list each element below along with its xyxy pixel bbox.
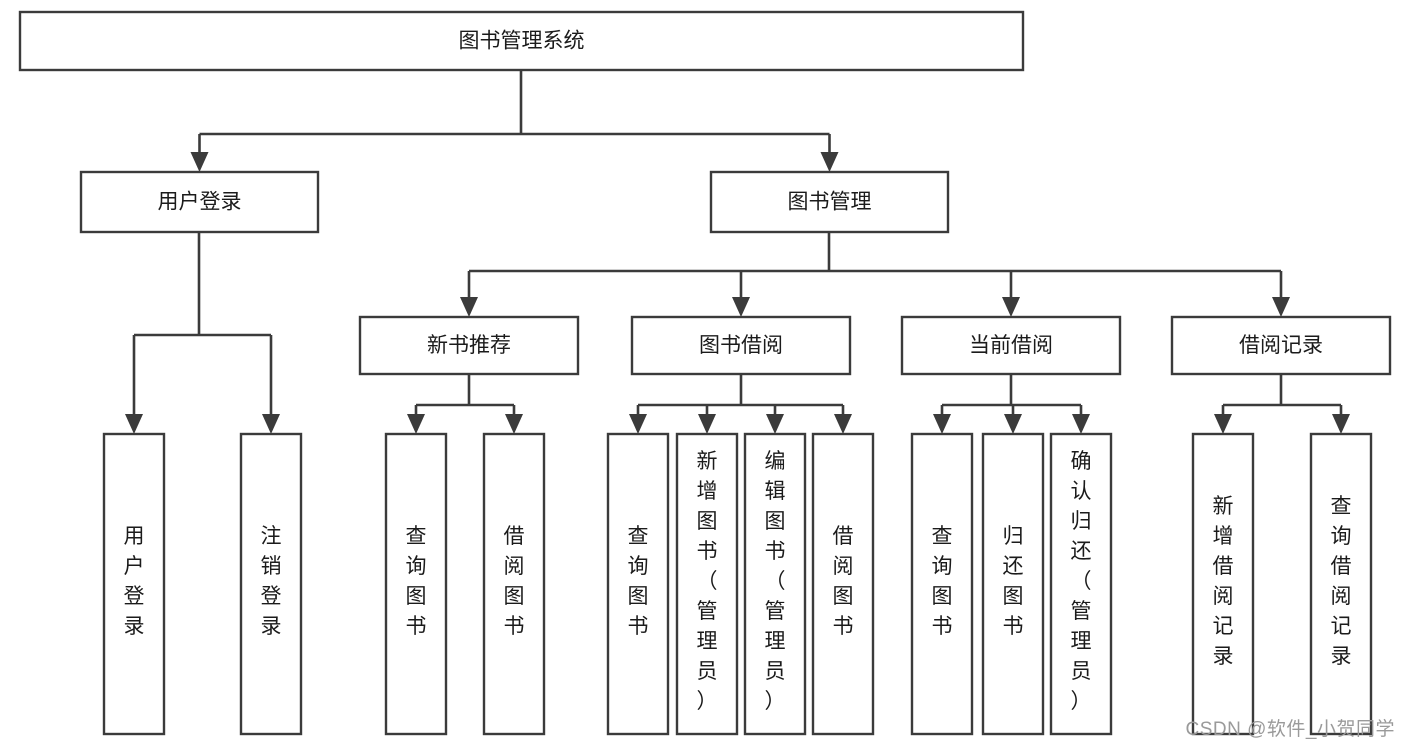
node-box-book-manage[interactable] [709, 170, 950, 234]
node-label-book-borrow: 图书借阅 [699, 334, 783, 357]
arrow-head-icon [190, 152, 209, 172]
node-label-leaf-logout: 注销登录 [261, 525, 282, 638]
node-label-root: 图书管理系统 [459, 30, 585, 53]
node-leaf-return-book[interactable]: 归还图书 [981, 432, 1045, 736]
node-new-book-rec[interactable]: 新书推荐 [358, 315, 580, 376]
node-label-new-book-rec: 新书推荐 [427, 334, 511, 357]
node-box-leaf-query-book-2[interactable] [606, 432, 670, 736]
node-box-leaf-user-login[interactable] [102, 432, 166, 736]
node-box-new-book-rec[interactable] [358, 315, 580, 376]
connector-group-borrow-record [1214, 374, 1350, 434]
node-leaf-query-record[interactable]: 查询借阅记录 [1309, 432, 1373, 736]
arrow-head-icon [1214, 414, 1232, 434]
arrow-head-icon [629, 414, 647, 434]
arrow-head-icon [820, 152, 839, 172]
node-leaf-add-record[interactable]: 新增借阅记录 [1191, 432, 1255, 736]
node-label-leaf-query-book-3: 查询图书 [932, 525, 953, 638]
arrow-head-icon [732, 297, 750, 317]
node-box-leaf-add-record[interactable] [1191, 432, 1255, 736]
arrow-head-icon [933, 414, 951, 434]
node-box-borrow-record[interactable] [1170, 315, 1392, 376]
node-box-leaf-return-book[interactable] [981, 432, 1045, 736]
node-leaf-user-login[interactable]: 用户登录 [102, 432, 166, 736]
node-box-user-login[interactable] [79, 170, 320, 234]
node-label-book-manage: 图书管理 [788, 191, 872, 214]
connector-group-current-borrow [933, 374, 1090, 434]
node-box-book-borrow[interactable] [630, 315, 852, 376]
node-box-leaf-edit-book[interactable] [743, 432, 807, 736]
arrow-head-icon [1002, 297, 1020, 317]
connector-group-book-manage [460, 232, 1290, 317]
node-label-leaf-query-record: 查询借阅记录 [1331, 495, 1352, 668]
arrow-head-icon [505, 414, 523, 434]
arrow-head-icon [262, 414, 280, 434]
arrow-head-icon [125, 414, 143, 434]
node-box-leaf-borrow-book-2[interactable] [811, 432, 875, 736]
node-box-leaf-borrow-book-1[interactable] [482, 432, 546, 736]
node-book-manage[interactable]: 图书管理 [709, 170, 950, 234]
node-label-leaf-add-record: 新增借阅记录 [1213, 495, 1234, 668]
connector-group-book-borrow [629, 374, 852, 434]
connector-layer [125, 70, 1350, 434]
node-label-leaf-confirm-return: 确认归还（管理员） [1071, 450, 1092, 713]
node-leaf-borrow-book-1[interactable]: 借阅图书 [482, 432, 546, 736]
arrow-head-icon [766, 414, 784, 434]
node-leaf-edit-book[interactable]: 编辑图书（管理员） [743, 432, 807, 736]
node-box-leaf-query-record[interactable] [1309, 432, 1373, 736]
node-label-leaf-query-book-1: 查询图书 [406, 525, 427, 638]
node-current-borrow[interactable]: 当前借阅 [900, 315, 1122, 376]
node-box-leaf-add-book[interactable] [675, 432, 739, 736]
arrow-head-icon [698, 414, 716, 434]
node-borrow-record[interactable]: 借阅记录 [1170, 315, 1392, 376]
node-label-leaf-edit-book: 编辑图书（管理员） [765, 450, 786, 713]
node-label-leaf-return-book: 归还图书 [1003, 525, 1024, 638]
arrow-head-icon [1272, 297, 1290, 317]
node-box-leaf-query-book-1[interactable] [384, 432, 448, 736]
node-label-user-login: 用户登录 [158, 191, 242, 214]
node-label-leaf-user-login: 用户登录 [124, 525, 145, 638]
connector-group-root [190, 70, 839, 172]
arrow-head-icon [407, 414, 425, 434]
node-box-leaf-logout[interactable] [239, 432, 303, 736]
node-user-login[interactable]: 用户登录 [79, 170, 320, 234]
node-label-leaf-add-book: 新增图书（管理员） [697, 450, 718, 713]
connector-group-user-login [125, 232, 280, 434]
arrow-head-icon [834, 414, 852, 434]
arrow-head-icon [1072, 414, 1090, 434]
node-leaf-confirm-return[interactable]: 确认归还（管理员） [1049, 432, 1113, 736]
node-label-leaf-query-book-2: 查询图书 [628, 525, 649, 638]
node-box-current-borrow[interactable] [900, 315, 1122, 376]
arrow-head-icon [460, 297, 478, 317]
node-leaf-query-book-3[interactable]: 查询图书 [910, 432, 974, 736]
node-box-leaf-query-book-3[interactable] [910, 432, 974, 736]
node-book-borrow[interactable]: 图书借阅 [630, 315, 852, 376]
arrow-head-icon [1004, 414, 1022, 434]
node-leaf-query-book-2[interactable]: 查询图书 [606, 432, 670, 736]
node-box-root[interactable] [18, 10, 1025, 72]
connector-group-new-book-rec [407, 374, 523, 434]
node-leaf-query-book-1[interactable]: 查询图书 [384, 432, 448, 736]
node-box-leaf-confirm-return[interactable] [1049, 432, 1113, 736]
node-leaf-borrow-book-2[interactable]: 借阅图书 [811, 432, 875, 736]
node-leaf-add-book[interactable]: 新增图书（管理员） [675, 432, 739, 736]
node-label-leaf-borrow-book-1: 借阅图书 [504, 525, 525, 638]
node-label-borrow-record: 借阅记录 [1239, 334, 1323, 357]
arrow-head-icon [1332, 414, 1350, 434]
node-layer: 图书管理系统用户登录图书管理新书推荐图书借阅当前借阅借阅记录用户登录注销登录查询… [18, 10, 1392, 736]
node-root[interactable]: 图书管理系统 [18, 10, 1025, 72]
node-label-leaf-borrow-book-2: 借阅图书 [833, 525, 854, 638]
node-label-current-borrow: 当前借阅 [969, 334, 1053, 357]
node-leaf-logout[interactable]: 注销登录 [239, 432, 303, 736]
